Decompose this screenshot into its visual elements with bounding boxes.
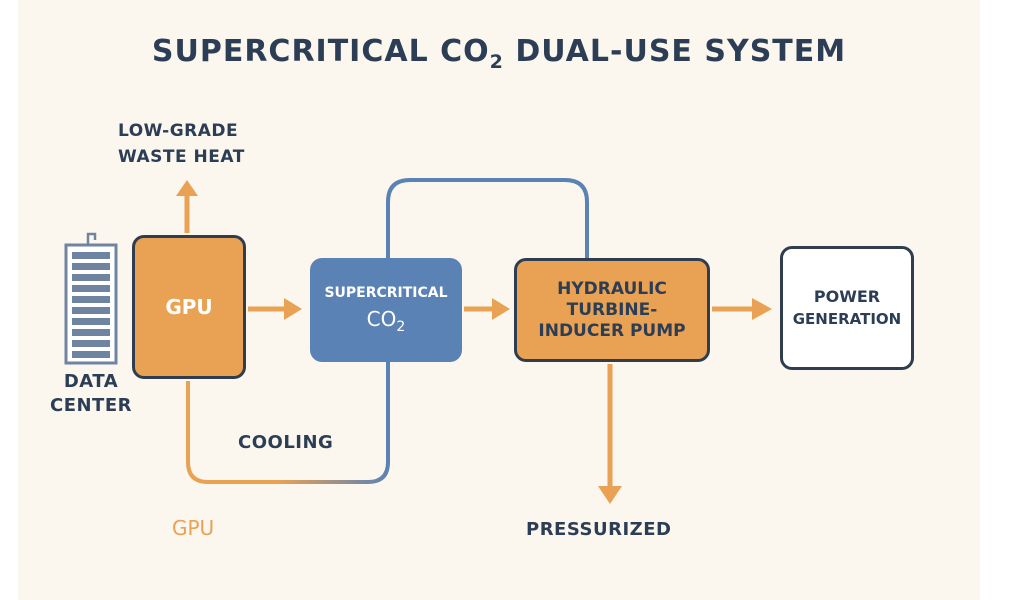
turbine-inducer-pump-node: HYDRAULIC TURBINE- INDUCER PUMP [514,258,710,362]
diagram-title: SUPERCRITICAL CO2 DUAL-USE SYSTEM [18,34,980,73]
cooling-label: COOLING [238,432,334,453]
power-line1: POWER [813,287,881,306]
server-rack-icon [64,232,118,365]
pump-line1: HYDRAULIC [557,278,667,299]
co2-return-loop [386,178,589,258]
waste-heat-line1: LOW-GRADE [118,121,239,141]
co2-text: CO [366,307,397,331]
waste-heat-line2: WASTE HEAT [118,147,245,167]
pump-line3: INDUCER PUMP [538,320,686,341]
title-prefix: SUPERCRITICAL CO [151,34,490,69]
title-suffix: DUAL-USE SYSTEM [503,34,847,69]
co2-subscript: 2 [396,319,406,335]
co2-to-pump-arrow [464,298,510,320]
gpu-node: GPU [132,235,246,379]
pump-to-power-arrow [712,298,772,320]
cooling-loop [186,362,390,484]
gpu-bottom-label: GPU [172,516,215,540]
gpu-node-label: GPU [165,295,213,319]
gpu-to-co2-arrow [248,298,302,320]
data-center-label: DATA CENTER [48,370,134,418]
title-subscript: 2 [489,51,504,73]
supercritical-co2-node: SUPERCRITICAL CO2 [310,258,462,362]
pressurized-label: PRESSURIZED [526,519,672,540]
power-line2: GENERATION [792,310,902,328]
co2-formula: CO2 [367,307,406,335]
pump-line2: TURBINE- [566,299,658,320]
waste-heat-arrow [176,180,198,233]
data-center-line2: CENTER [49,395,132,416]
pressurized-arrow [598,364,622,504]
data-center-line1: DATA [63,371,119,392]
power-generation-node: POWER GENERATION [780,246,914,370]
waste-heat-label: LOW-GRADE WASTE HEAT [118,118,245,170]
supercritical-label: SUPERCRITICAL [324,285,448,301]
